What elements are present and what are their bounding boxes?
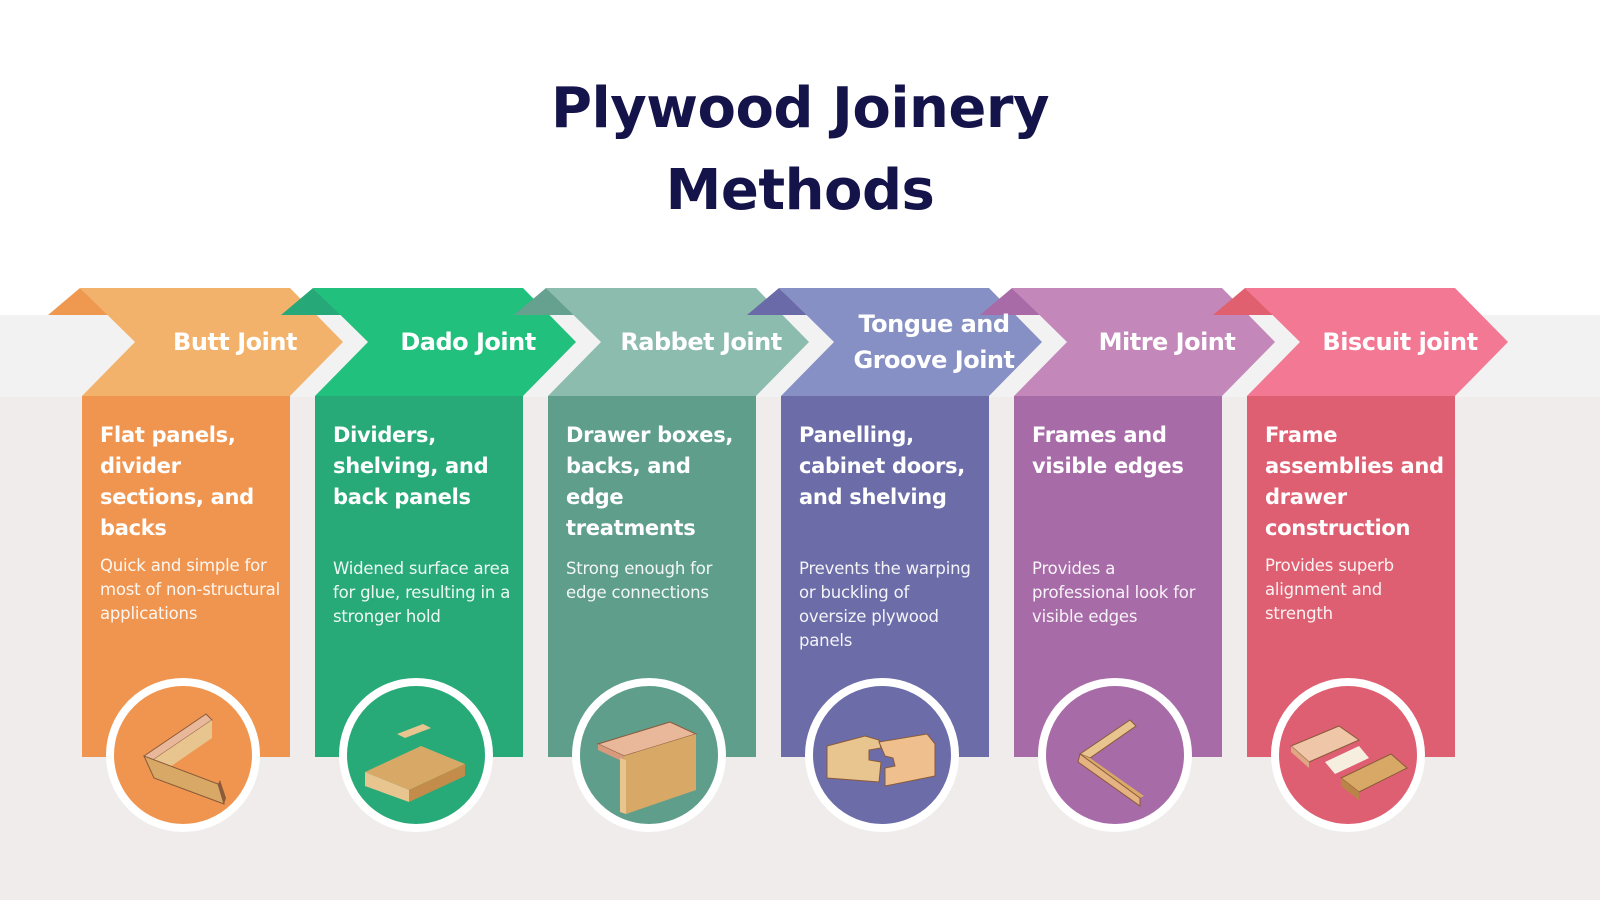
step-chevron bbox=[779, 288, 1042, 396]
step-label: Butt Joint bbox=[173, 328, 297, 356]
chevron-fold bbox=[48, 288, 108, 315]
step-rabbet-joint: Rabbet Joint Drawer boxes, backs, and ed… bbox=[546, 0, 806, 900]
step-panel-text: Panelling, cabinet doors, and shelving P… bbox=[799, 420, 981, 650]
step-chevron bbox=[546, 288, 809, 396]
rabbet-joint-illustration bbox=[596, 721, 698, 814]
page-title: Plywood Joinery Methods bbox=[0, 68, 1600, 232]
chevron-fold bbox=[514, 288, 574, 315]
step-uses: Frame assemblies and drawer construction bbox=[1265, 423, 1444, 540]
tongue-groove-joint-icon bbox=[805, 678, 959, 832]
rabbet-joint-icon bbox=[572, 678, 726, 832]
mitre-joint-illustration bbox=[1077, 719, 1144, 807]
step-uses: Panelling, cabinet doors, and shelving bbox=[799, 423, 965, 509]
step-label: Rabbet Joint bbox=[620, 328, 782, 356]
dado-joint-illustration bbox=[365, 724, 465, 802]
step-dado-joint: Dado Joint Dividers, shelving, and back … bbox=[313, 0, 573, 900]
step-description: Strong enough for edge connections bbox=[566, 559, 713, 602]
step-panel-text: Dividers, shelving, and back panels Wide… bbox=[333, 420, 515, 626]
step-label: Tongue and Groove Joint bbox=[853, 310, 1016, 374]
step-description: Provides superb alignment and strength bbox=[1265, 556, 1394, 623]
step-panel-text: Drawer boxes, backs, and edge treatments… bbox=[566, 420, 748, 602]
step-description: Quick and simple for most of non-structu… bbox=[100, 556, 280, 623]
dado-joint-icon bbox=[339, 678, 493, 832]
chevron-fold bbox=[747, 288, 807, 315]
step-label: Biscuit joint bbox=[1322, 328, 1478, 356]
step-uses: Frames and visible edges bbox=[1032, 423, 1184, 478]
step-description: Provides a professional look for visible… bbox=[1032, 559, 1196, 626]
step-uses: Dividers, shelving, and back panels bbox=[333, 423, 489, 509]
step-uses: Flat panels, divider sections, and backs bbox=[100, 423, 254, 540]
step-biscuit-joint: Biscuit joint Frame assemblies and drawe… bbox=[1245, 0, 1505, 900]
tongue-groove-joint-illustration bbox=[826, 733, 936, 787]
title-line-2: Methods bbox=[665, 158, 935, 223]
step-panel-text: Frames and visible edges Provides a prof… bbox=[1032, 420, 1214, 626]
step-label: Mitre Joint bbox=[1098, 328, 1236, 356]
step-chevron bbox=[313, 288, 576, 396]
butt-joint-illustration bbox=[143, 713, 226, 805]
step-uses: Drawer boxes, backs, and edge treatments bbox=[566, 423, 734, 540]
step-tongue-groove-joint: Tongue and Groove Joint Panelling, cabin… bbox=[779, 0, 1039, 900]
biscuit-joint-illustration bbox=[1290, 725, 1408, 800]
mitre-joint-icon bbox=[1038, 678, 1192, 832]
step-butt-joint: Butt Joint Flat panels, divider sections… bbox=[80, 0, 340, 900]
step-description: Prevents the warping or buckling of over… bbox=[799, 559, 971, 650]
butt-joint-icon bbox=[106, 678, 260, 832]
step-panel-text: Frame assemblies and drawer construction… bbox=[1265, 420, 1447, 626]
step-label: Dado Joint bbox=[400, 328, 536, 356]
chevron-fold bbox=[980, 288, 1040, 315]
step-chevron bbox=[1012, 288, 1275, 396]
step-description: Widened surface area for glue, resulting… bbox=[333, 559, 511, 626]
chevron-fold bbox=[1213, 288, 1273, 315]
step-panel-text: Flat panels, divider sections, and backs… bbox=[100, 420, 282, 626]
step-chevron bbox=[80, 288, 343, 396]
title-line-1: Plywood Joinery bbox=[551, 76, 1049, 141]
biscuit-joint-icon bbox=[1271, 678, 1425, 832]
step-chevron bbox=[1245, 288, 1508, 396]
chevron-fold bbox=[281, 288, 341, 315]
step-mitre-joint: Mitre Joint Frames and visible edges Pro… bbox=[1012, 0, 1272, 900]
